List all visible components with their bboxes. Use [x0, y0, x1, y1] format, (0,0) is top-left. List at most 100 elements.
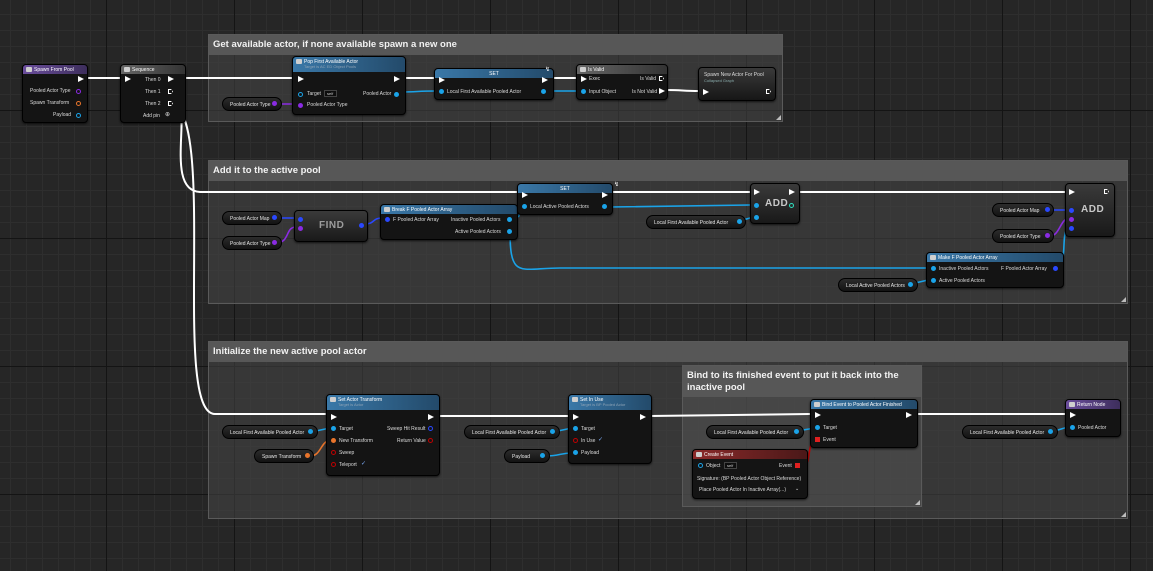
- self-field[interactable]: self: [724, 462, 737, 469]
- exec-out-pin[interactable]: [542, 77, 548, 83]
- exec-out-pin[interactable]: [168, 89, 173, 94]
- resize-grip-icon[interactable]: [1121, 297, 1126, 302]
- class-pin[interactable]: [76, 89, 81, 94]
- struct-pin[interactable]: [385, 217, 390, 222]
- plus-circle-icon[interactable]: ⊕: [165, 112, 171, 118]
- variable-node[interactable]: Local First Available Pooled Actor: [962, 425, 1058, 439]
- exec-out-pin[interactable]: [602, 192, 608, 198]
- variable-node[interactable]: Local First Available Pooled Actor: [646, 215, 746, 229]
- exec-in-pin[interactable]: [815, 412, 821, 418]
- set-node[interactable]: SET ↯ Local Active Pooled Actors: [517, 181, 619, 215]
- variable-node[interactable]: Local First Available Pooled Actor: [222, 425, 318, 439]
- chevron-down-icon[interactable]: ⌄: [795, 486, 800, 492]
- exec-out-pin[interactable]: [789, 189, 795, 195]
- exec-in-pin[interactable]: [754, 189, 760, 195]
- array-pin[interactable]: [602, 204, 607, 209]
- class-pin[interactable]: [272, 240, 277, 245]
- exec-out-pin[interactable]: [766, 89, 771, 94]
- create-event-node[interactable]: Create Event Object self Event Signature…: [692, 449, 808, 499]
- exec-in-pin[interactable]: [298, 76, 304, 82]
- array-pin[interactable]: [931, 266, 936, 271]
- struct-pin[interactable]: [428, 426, 433, 431]
- variable-node[interactable]: Local First Available Pooled Actor: [706, 425, 804, 439]
- object-pin[interactable]: [1048, 429, 1053, 434]
- array-pin[interactable]: [522, 204, 527, 209]
- array-pin[interactable]: [507, 217, 512, 222]
- struct-pin[interactable]: [1069, 226, 1074, 231]
- object-pin[interactable]: [308, 429, 313, 434]
- map-pin[interactable]: [1045, 207, 1050, 212]
- exec-in-pin[interactable]: [331, 414, 337, 420]
- bind-event-node[interactable]: Bind Event to Pooled Actor Finished Targ…: [810, 399, 918, 448]
- class-pin[interactable]: [1069, 217, 1074, 222]
- array-pin[interactable]: [507, 229, 512, 234]
- self-field[interactable]: self: [324, 90, 337, 97]
- struct-pin[interactable]: [359, 223, 364, 228]
- transform-pin[interactable]: [76, 101, 81, 106]
- return-node[interactable]: Return Node Pooled Actor: [1065, 399, 1121, 437]
- object-pin[interactable]: [76, 113, 81, 118]
- variable-node[interactable]: Spawn Transform: [254, 449, 314, 463]
- resize-grip-icon[interactable]: [915, 500, 920, 505]
- event-delegate-pin[interactable]: [795, 463, 800, 468]
- exec-out-pin[interactable]: [659, 88, 665, 94]
- object-pin[interactable]: [331, 426, 336, 431]
- object-pin[interactable]: [1070, 425, 1075, 430]
- map-pin[interactable]: [1069, 208, 1074, 213]
- variable-node[interactable]: Payload: [504, 449, 550, 463]
- exec-out-pin[interactable]: [168, 76, 174, 82]
- exec-in-pin[interactable]: [573, 414, 579, 420]
- bool-pin[interactable]: [331, 450, 336, 455]
- object-pin[interactable]: [394, 92, 399, 97]
- collapsed-graph-node[interactable]: Spawn New Actor For Pool Collapsed Graph: [698, 67, 776, 101]
- function-entry-node[interactable]: Spawn From Pool Pooled Actor Type Spawn …: [22, 64, 88, 123]
- exec-in-pin[interactable]: [581, 76, 587, 82]
- class-pin[interactable]: [1045, 233, 1050, 238]
- add-pin-button[interactable]: Add pin: [143, 113, 160, 119]
- make-struct-node[interactable]: Make F Pooled Actor Array Inactive Poole…: [926, 252, 1064, 288]
- variable-node[interactable]: Pooled Actor Map: [222, 211, 282, 225]
- add-map-node[interactable]: ADD: [1065, 183, 1115, 237]
- bool-pin[interactable]: [428, 438, 433, 443]
- exec-out-pin[interactable]: [906, 412, 912, 418]
- object-pin[interactable]: [541, 89, 546, 94]
- resize-grip-icon[interactable]: [776, 115, 781, 120]
- exec-in-pin[interactable]: [125, 76, 131, 82]
- object-pin[interactable]: [573, 450, 578, 455]
- object-pin[interactable]: [581, 89, 586, 94]
- event-delegate-pin[interactable]: [815, 437, 820, 442]
- object-pin[interactable]: [540, 453, 545, 458]
- add-array-node[interactable]: ADD: [750, 183, 800, 224]
- bool-pin[interactable]: [573, 438, 578, 443]
- exec-in-pin[interactable]: [439, 77, 445, 83]
- variable-node[interactable]: Local Active Pooled Actors: [838, 278, 918, 292]
- class-pin[interactable]: [298, 226, 303, 231]
- class-pin[interactable]: [272, 101, 277, 106]
- map-pin[interactable]: [272, 215, 277, 220]
- variable-node[interactable]: Pooled Actor Map: [992, 203, 1054, 217]
- exec-out-pin[interactable]: [168, 101, 173, 106]
- exec-out-pin[interactable]: [659, 76, 664, 81]
- is-valid-node[interactable]: Is Valid Exec Input Object Is Valid Is N…: [576, 64, 668, 100]
- exec-in-pin[interactable]: [703, 89, 709, 95]
- object-pin[interactable]: [573, 426, 578, 431]
- set-node[interactable]: SET ↯ Local First Available Pooled Actor: [434, 66, 554, 100]
- resize-grip-icon[interactable]: [1121, 512, 1126, 517]
- variable-node[interactable]: Pooled Actor Type: [222, 97, 282, 111]
- transform-pin[interactable]: [305, 453, 310, 458]
- object-pin[interactable]: [794, 429, 799, 434]
- exec-in-pin[interactable]: [522, 192, 528, 198]
- array-pin[interactable]: [931, 278, 936, 283]
- exec-out-pin[interactable]: [640, 414, 646, 420]
- exec-out-pin[interactable]: [1104, 189, 1109, 194]
- object-pin[interactable]: [298, 92, 303, 97]
- variable-node[interactable]: Pooled Actor Type: [222, 236, 282, 250]
- variable-node[interactable]: Pooled Actor Type: [992, 229, 1054, 243]
- int-pin[interactable]: [789, 203, 794, 208]
- class-pin[interactable]: [298, 103, 303, 108]
- map-pin[interactable]: [298, 217, 303, 222]
- object-pin[interactable]: [439, 89, 444, 94]
